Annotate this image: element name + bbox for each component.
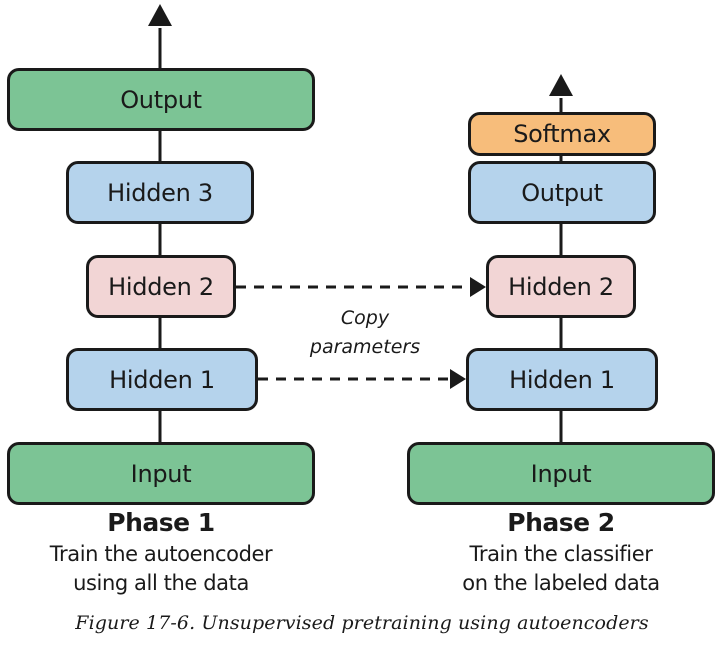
phase1-hidden2-label: Hidden 2 — [108, 272, 214, 301]
phase1-output-label: Output — [120, 85, 202, 114]
phase1-hidden1-label: Hidden 1 — [109, 365, 215, 394]
phase2-output-label: Output — [521, 178, 603, 207]
phase1-input-label: Input — [130, 459, 192, 488]
phase1-hidden3-node: Hidden 3 — [66, 161, 254, 224]
phase1-description: Train the autoencoder using all the data — [1, 540, 321, 598]
phase2-desc-line1: Train the classifier — [469, 542, 653, 566]
phase2-softmax-node: Softmax — [468, 112, 656, 156]
phase2-input-label: Input — [530, 459, 592, 488]
phase1-output-arrow — [148, 4, 172, 26]
phase2-hidden1-label: Hidden 1 — [509, 365, 615, 394]
copy-parameters-label: Copy parameters — [285, 304, 445, 362]
phase1-title: Phase 1 — [107, 508, 215, 537]
phase1-output-node: Output — [7, 68, 315, 131]
figure-caption: Figure 17-6. Unsupervised pretraining us… — [75, 612, 649, 634]
phase2-output-node: Output — [468, 161, 656, 224]
phase2-softmax-label: Softmax — [513, 120, 611, 148]
phase2-hidden2-node: Hidden 2 — [486, 255, 636, 318]
phase1-desc-line1: Train the autoencoder — [49, 542, 273, 566]
phase1-desc-line2: using all the data — [73, 571, 249, 595]
phase1-input-node: Input — [7, 442, 315, 505]
copy-label-line1: Copy — [340, 307, 390, 329]
phase2-desc-line2: on the labeled data — [462, 571, 660, 595]
phase1-hidden2-node: Hidden 2 — [86, 255, 236, 318]
phase1-hidden3-label: Hidden 3 — [107, 178, 213, 207]
phase2-output-arrow — [549, 74, 573, 96]
copy-label-line2: parameters — [309, 336, 421, 358]
phase1-hidden1-node: Hidden 1 — [66, 348, 258, 411]
phase2-hidden2-label: Hidden 2 — [508, 272, 614, 301]
phase2-input-node: Input — [407, 442, 715, 505]
phase2-hidden1-node: Hidden 1 — [466, 348, 658, 411]
phase2-description: Train the classifier on the labeled data — [401, 540, 721, 598]
phase2-title: Phase 2 — [507, 508, 615, 537]
